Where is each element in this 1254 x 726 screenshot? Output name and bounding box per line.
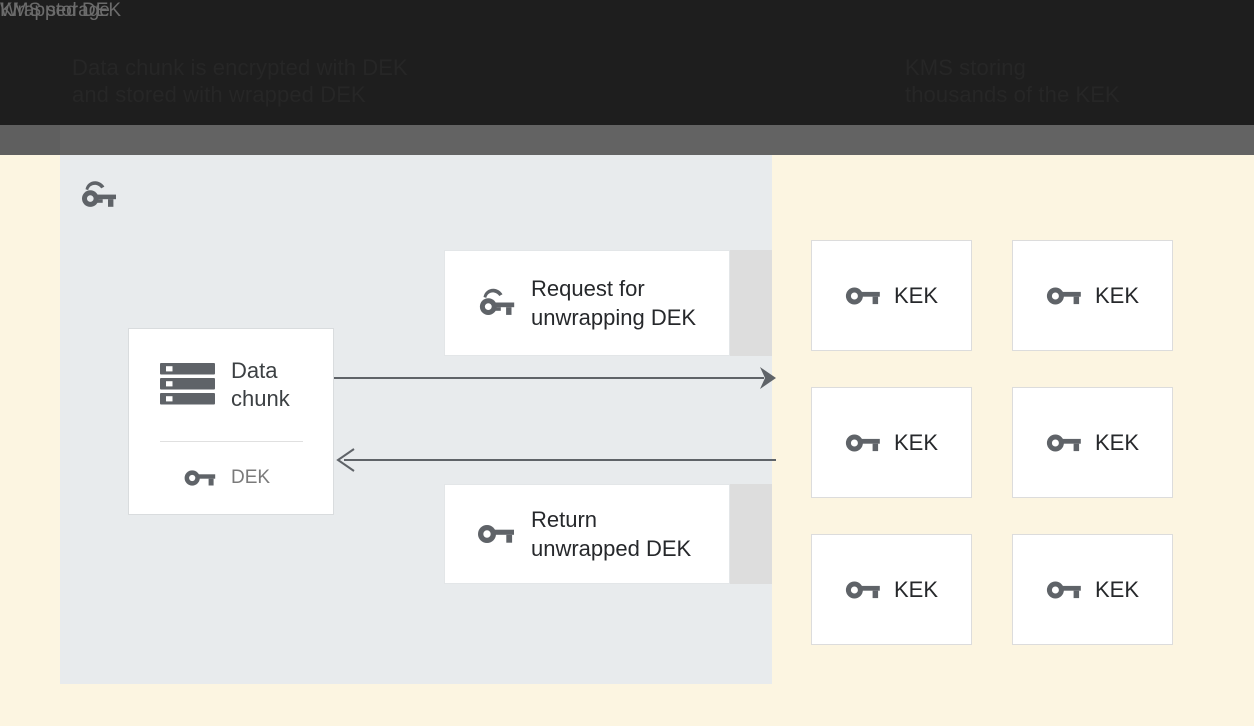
data-chunk-dek-label: DEK <box>231 467 271 488</box>
header-caption-right: KMS storing thousands of the KEK <box>905 55 1120 107</box>
wrapped-dek-panel-title: Wrapped DEK <box>0 0 122 21</box>
data-chunk-header: Data chunk <box>129 329 333 441</box>
kms-storage-panel-title: KMS storage <box>0 0 110 21</box>
kek-label: KEK <box>893 429 939 455</box>
arrow-from-kms-icon <box>336 448 776 472</box>
kek-card[interactable]: KEK <box>811 387 972 498</box>
key-icon <box>845 284 881 308</box>
request-card-strip <box>730 250 772 356</box>
kek-card[interactable]: KEK <box>1012 534 1173 645</box>
request-unwrap-card[interactable]: Request for unwrapping DEK <box>444 250 730 356</box>
return-unwrapped-label: Return unwrapped DEK <box>531 507 692 561</box>
header-band-notch <box>0 125 60 155</box>
kek-label: KEK <box>1094 429 1140 455</box>
kek-label: KEK <box>893 282 939 308</box>
header-caption-left: Data chunk is encrypted with DEK and sto… <box>72 55 408 107</box>
kek-label: KEK <box>893 576 939 602</box>
wrapped-key-icon <box>79 180 117 210</box>
key-icon <box>1046 578 1082 602</box>
kek-label: KEK <box>1094 576 1140 602</box>
header-bar: Data chunk is encrypted with DEK and sto… <box>0 0 1254 125</box>
wrapped-key-icon <box>477 287 515 319</box>
kek-card[interactable]: KEK <box>811 534 972 645</box>
return-unwrapped-card[interactable]: Return unwrapped DEK <box>444 484 730 584</box>
request-unwrap-label: Request for unwrapping DEK <box>531 276 697 330</box>
key-icon <box>477 521 515 547</box>
key-icon <box>845 578 881 602</box>
kek-card-grid: KEK KEK KEK <box>811 240 1173 645</box>
kek-card[interactable]: KEK <box>1012 387 1173 498</box>
kek-label: KEK <box>1094 282 1140 308</box>
data-chunk-label: Data chunk <box>231 358 290 411</box>
data-chunk-card[interactable]: Data chunk DEK <box>128 328 334 515</box>
header-divider-band <box>0 125 1254 155</box>
kek-card[interactable]: KEK <box>811 240 972 351</box>
key-icon <box>845 431 881 455</box>
data-chunk-dek-row: DEK <box>129 441 333 515</box>
kek-card[interactable]: KEK <box>1012 240 1173 351</box>
key-icon <box>184 467 216 489</box>
key-icon <box>1046 431 1082 455</box>
data-chunk-divider <box>160 441 303 442</box>
storage-server-icon <box>160 361 215 409</box>
arrow-to-kms-icon <box>334 367 776 389</box>
return-card-strip <box>730 484 772 584</box>
key-icon <box>1046 284 1082 308</box>
